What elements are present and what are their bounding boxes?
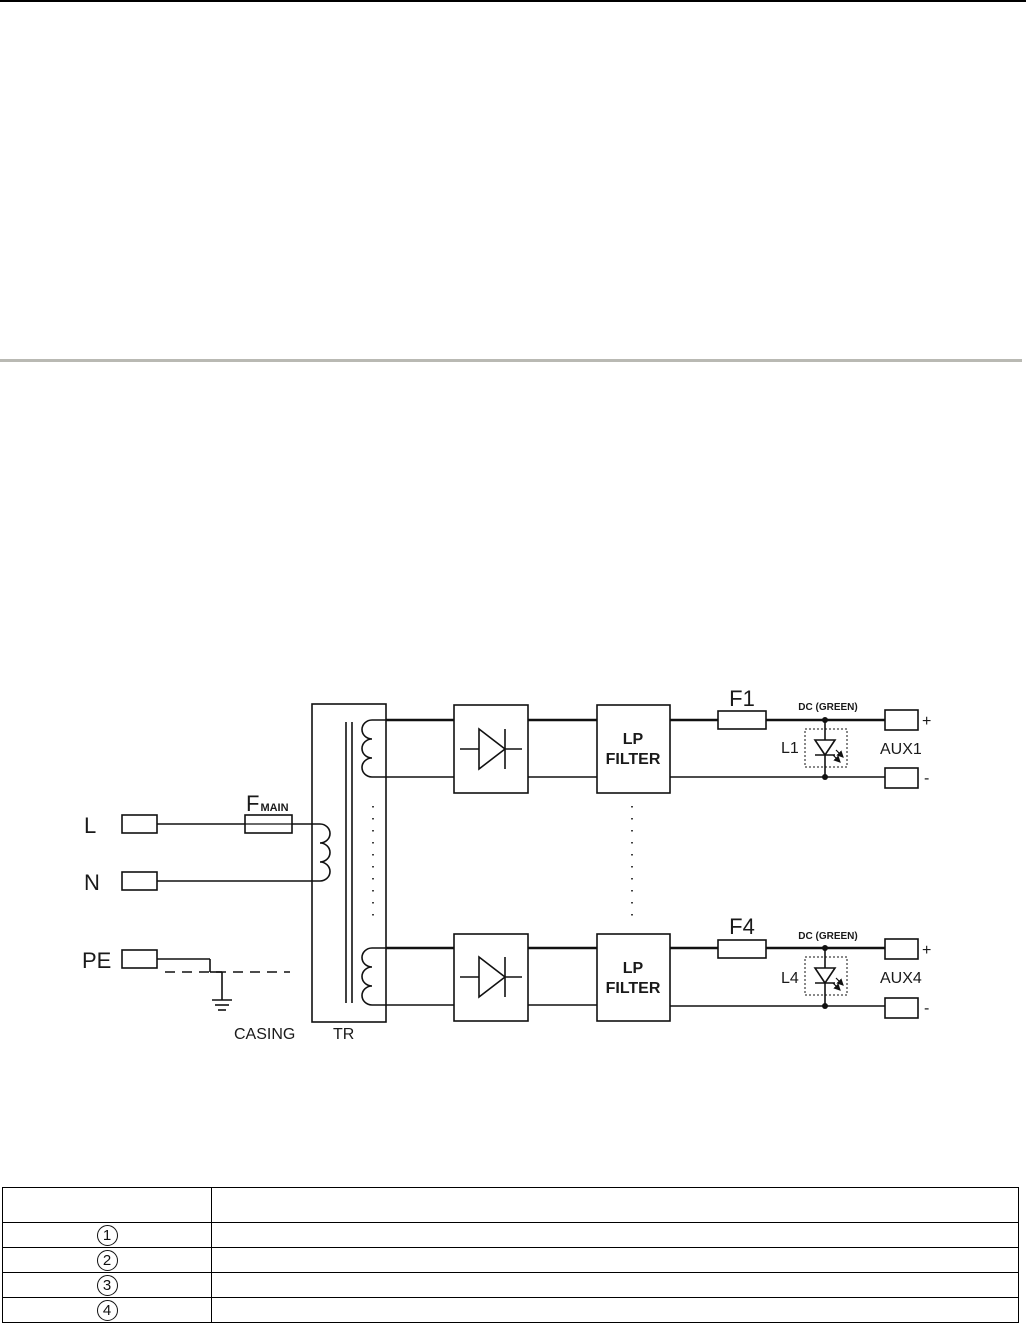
label-l: L [84, 813, 96, 838]
terminal-aux1-plus [884, 709, 919, 731]
secondary-coil-1 [361, 719, 386, 778]
label-n: N [84, 870, 100, 895]
main-fuse-label: FMAIN [246, 791, 289, 816]
primary-coil [319, 823, 331, 882]
main-fuse-subscript: MAIN [260, 802, 288, 814]
label-pe: PE [82, 948, 111, 973]
table-row: 4 [2, 1297, 1019, 1323]
lp-filter-4 [596, 933, 671, 1022]
table-row: 2 [2, 1247, 1019, 1273]
led-l1-label: L1 [781, 740, 799, 757]
filter-4-line2: FILTER [606, 980, 661, 997]
led-l4-label: L4 [781, 970, 799, 987]
led-box-4 [804, 956, 848, 996]
table-row: 3 [2, 1272, 1019, 1298]
rectifier-1 [453, 704, 529, 794]
circled-number: 1 [96, 1224, 118, 1246]
dc-green-4: DC (GREEN) [798, 931, 857, 942]
led-icon [813, 720, 844, 777]
aux4-plus: + [922, 942, 931, 959]
aux4-minus: - [924, 1000, 929, 1017]
terminal-aux1-minus [884, 767, 919, 789]
section-divider [0, 359, 1022, 362]
terminal-aux4-plus [884, 938, 919, 960]
fuse-f1-label: F1 [729, 686, 755, 711]
terminal-l [121, 814, 158, 834]
filter-4-line1: LP [623, 960, 644, 977]
diode-icon [460, 727, 522, 771]
legend-description-cell [211, 1272, 1019, 1298]
aux1-plus: + [922, 713, 931, 730]
circled-number: 4 [96, 1299, 118, 1321]
ground-icon [212, 999, 232, 1011]
legend-description-cell [211, 1297, 1019, 1323]
filter-1-line1: LP [623, 731, 644, 748]
table-row: 1 [2, 1222, 1019, 1248]
main-fuse-letter: F [246, 791, 259, 816]
legend-number-cell: 3 [2, 1272, 212, 1298]
legend-header-cell [211, 1187, 1019, 1223]
aux1-minus: - [924, 770, 929, 787]
legend-table: 1 2 3 4 [2, 1187, 1019, 1323]
legend-number-cell: 4 [2, 1297, 212, 1323]
diode-icon [460, 955, 522, 999]
led-box-1 [804, 728, 848, 768]
legend-description-cell [211, 1222, 1019, 1248]
legend-description-cell [211, 1247, 1019, 1273]
secondary-coil-4 [361, 947, 386, 1006]
label-casing: CASING [234, 1026, 295, 1043]
terminal-aux4-minus [884, 997, 919, 1019]
rectifier-4 [453, 933, 529, 1022]
led-icon [813, 948, 844, 1006]
top-rule [0, 0, 1026, 2]
filter-1-line2: FILTER [606, 751, 661, 768]
lp-filter-1 [596, 704, 671, 794]
aux1-label: AUX1 [880, 741, 922, 758]
circled-number: 2 [96, 1249, 118, 1271]
circled-number: 3 [96, 1274, 118, 1296]
terminal-n [121, 871, 158, 891]
legend-header-cell [2, 1187, 212, 1223]
aux4-label: AUX4 [880, 970, 922, 987]
transformer-box [311, 703, 387, 1023]
fuse-f4 [717, 939, 767, 959]
legend-header-row [2, 1187, 1019, 1223]
label-tr: TR [333, 1026, 354, 1043]
terminal-pe [121, 949, 158, 969]
legend-number-cell: 2 [2, 1247, 212, 1273]
dc-green-1: DC (GREEN) [798, 702, 857, 713]
legend-number-cell: 1 [2, 1222, 212, 1248]
fuse-f4-label: F4 [729, 914, 755, 939]
fuse-f1 [717, 710, 767, 730]
